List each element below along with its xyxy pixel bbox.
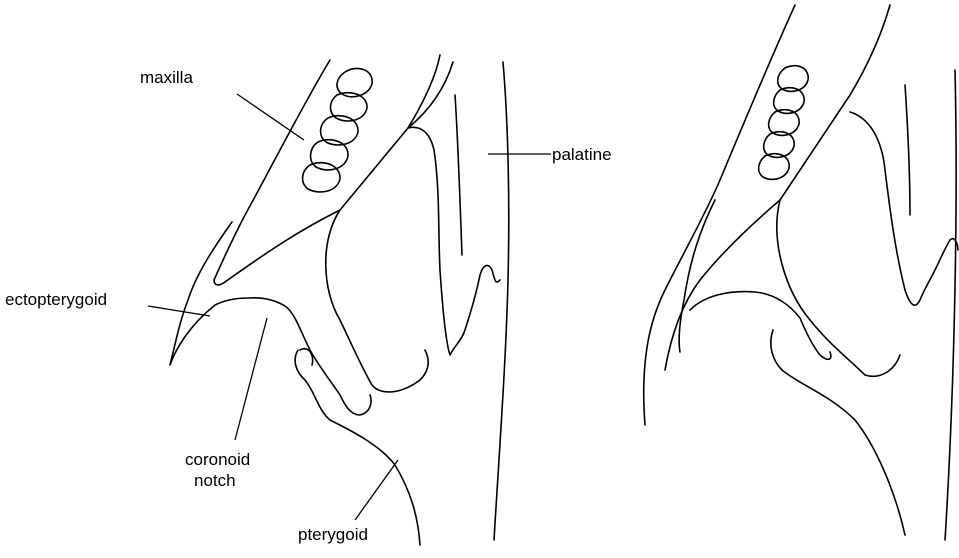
- ectopterygoid-leader: [148, 306, 210, 316]
- molar-teeth: [303, 68, 373, 192]
- right-skull-drawing: [644, 5, 958, 540]
- palatine-front-edge: [408, 127, 500, 355]
- palatine-vertical-line: [455, 95, 462, 255]
- maxilla-label: maxilla: [140, 68, 193, 87]
- pterygoid-inner-curve: [326, 210, 429, 392]
- ectopterygoid-label: ectopterygoid: [5, 290, 107, 309]
- coronoid-label: coronoid: [185, 450, 250, 469]
- pterygoid-label: pterygoid: [298, 525, 368, 544]
- coronoid-notch-leader: [235, 318, 267, 440]
- notch-label: notch: [194, 471, 236, 490]
- ectopterygoid-process: [170, 222, 232, 365]
- maxilla-leader: [237, 94, 304, 140]
- pterygoid-leader: [355, 460, 398, 520]
- left-skull-drawing: maxilla palatine ectopterygoid coronoid …: [5, 55, 612, 545]
- right-maxilla-lower-edge: [665, 200, 780, 370]
- right-molar-teeth: [759, 66, 809, 180]
- ectopterygoid-lower-contour: [215, 298, 371, 415]
- maxilla-outline: [214, 60, 330, 280]
- right-palatine-edge: [850, 112, 958, 305]
- right-pterygoid-lower-contour: [771, 330, 905, 535]
- right-ectopterygoid-process: [679, 200, 715, 352]
- right-maxilla-inner-edge: [780, 5, 890, 200]
- maxilla-lower-edge: [214, 210, 340, 285]
- palatine-midline: [494, 62, 509, 540]
- palatine-label: palatine: [552, 145, 612, 164]
- right-palatine-midline: [945, 70, 956, 540]
- right-ectopterygoid-lower-contour: [690, 292, 831, 360]
- right-pterygoid-inner-curve: [777, 200, 900, 376]
- right-palatine-vertical-line: [905, 85, 910, 215]
